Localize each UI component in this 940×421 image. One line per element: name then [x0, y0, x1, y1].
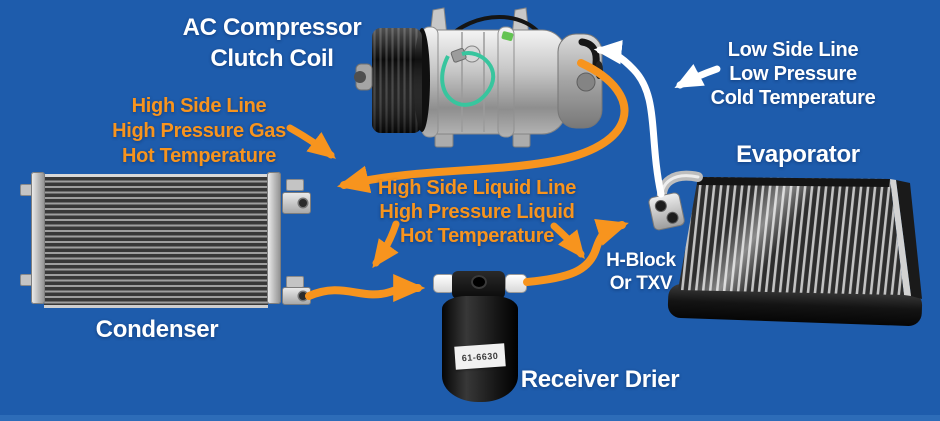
receiver-drier-label: Receiver Drier	[520, 366, 680, 393]
high-side-liquid-annotation: High Side Liquid Line High Pressure Liqu…	[377, 177, 577, 247]
condenser-mount-tab	[286, 179, 304, 191]
condenser-label: Condenser	[95, 316, 219, 343]
condenser-tank	[31, 172, 45, 304]
drier-part-number-label: 61-6630	[454, 343, 506, 370]
drier-head	[452, 271, 505, 299]
evaporator-illustration	[648, 170, 923, 326]
high-side-annotation: High Side Line High Pressure Gas Hot Tem…	[112, 95, 286, 167]
condenser-outlet-fitting	[282, 287, 311, 305]
drier-outlet-fitting	[505, 274, 527, 293]
condenser-illustration	[14, 172, 316, 308]
receiver-drier-illustration: 61-6630	[431, 271, 533, 403]
condenser-inlet-fitting	[282, 192, 311, 214]
condenser-tank	[267, 172, 281, 304]
h-block-fitting	[648, 192, 685, 231]
evaporator-label: Evaporator	[736, 141, 860, 168]
low-side-annotation: Low Side Line Low Pressure Cold Temperat…	[710, 39, 876, 109]
compressor-label: AC Compressor Clutch Coil	[182, 14, 362, 72]
condenser-core	[44, 174, 268, 308]
flow-line-condenser-to-drier	[305, 274, 426, 303]
footer-stripe	[0, 415, 940, 421]
h-block-label: H-Block Or TXV	[606, 250, 676, 294]
